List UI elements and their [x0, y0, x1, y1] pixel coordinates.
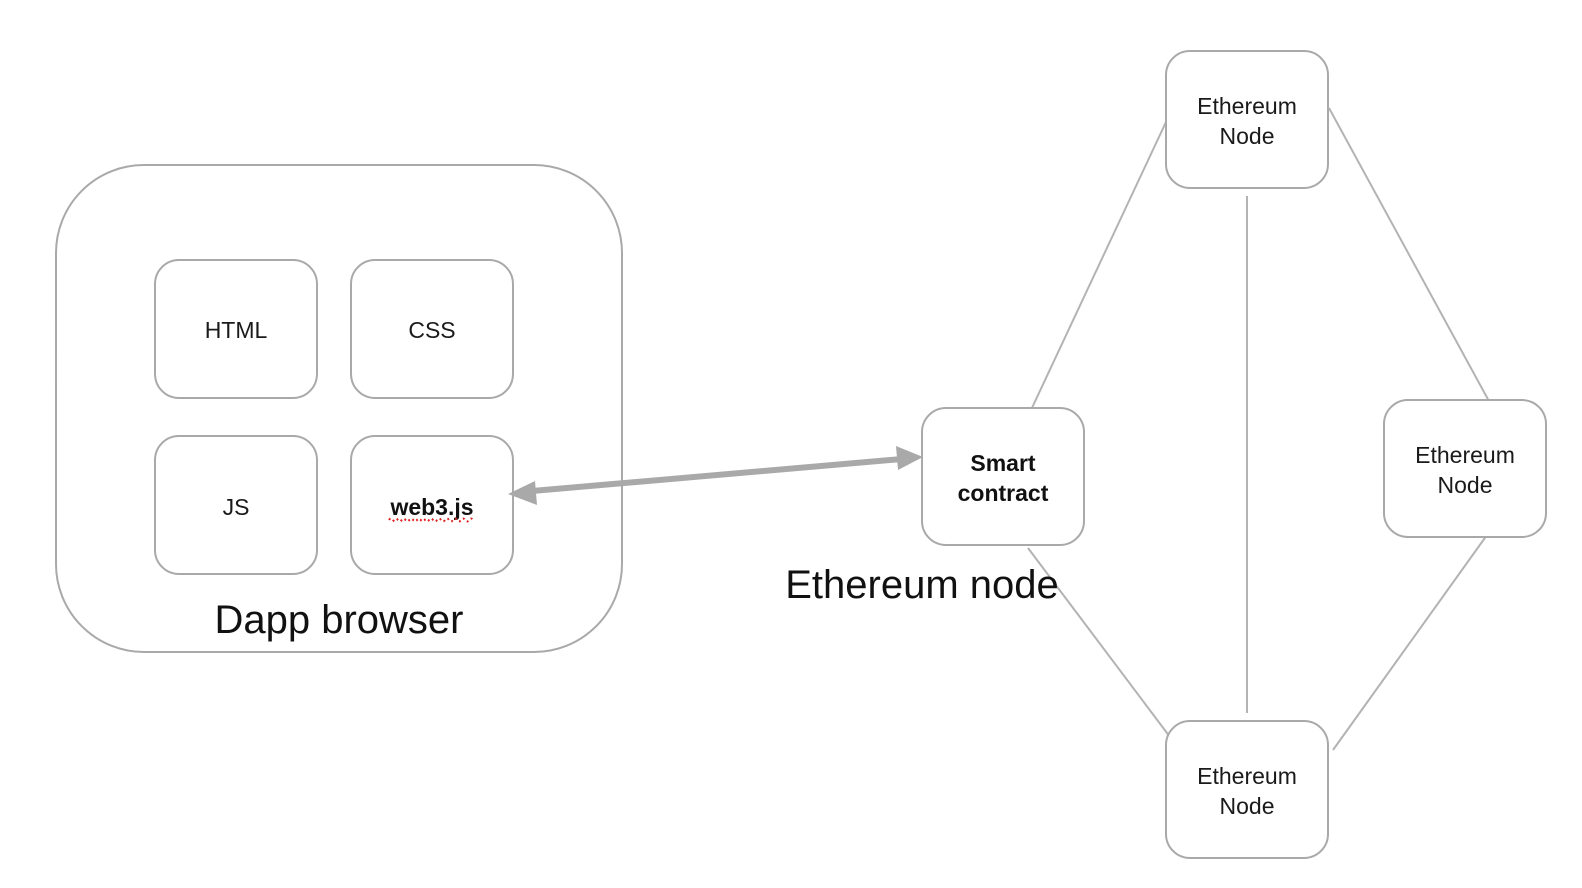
ethereum-node-bottom-frame	[1165, 720, 1329, 859]
css-box-label: CSS	[408, 317, 455, 343]
ethereum-node-bottom-line1: Ethereum	[1197, 763, 1297, 789]
ethereum-node-top-frame	[1165, 50, 1329, 189]
html-box-label: HTML	[205, 317, 268, 343]
ethereum-node-right-line1: Ethereum	[1415, 442, 1515, 468]
ethereum-node-right-line2: Node	[1438, 472, 1493, 498]
css-box: CSS	[350, 259, 514, 399]
ethereum-node-right: Ethereum Node	[1383, 399, 1547, 538]
html-box-frame	[154, 259, 318, 399]
web3-box-frame	[350, 435, 514, 575]
dapp-browser-container: Dapp browser	[55, 164, 623, 653]
html-box: HTML	[154, 259, 318, 399]
smart-contract-frame	[921, 407, 1085, 546]
arrow-head-right	[896, 446, 923, 470]
web3-box-label: web3.js	[389, 494, 473, 520]
local-node-label: Ethereum node	[785, 563, 1059, 607]
ethereum-node-right-frame	[1383, 399, 1547, 538]
edge-top-node-to-right-node	[1328, 107, 1491, 404]
smart-contract-box: Smart contract	[921, 407, 1085, 546]
edge-contract-to-bottom-node	[1027, 547, 1171, 738]
arrow-shaft	[531, 456, 903, 494]
js-box: JS	[154, 435, 318, 575]
ethereum-node-bottom: Ethereum Node	[1165, 720, 1329, 859]
ethereum-node-bottom-line2: Node	[1220, 793, 1275, 819]
js-box-frame	[154, 435, 318, 575]
ethereum-node-top: Ethereum Node	[1165, 50, 1329, 189]
arrow-head-left	[508, 481, 537, 505]
web3-contract-arrow	[508, 446, 923, 505]
web3-box: web3.js	[350, 435, 514, 575]
js-box-label: JS	[223, 494, 250, 520]
ethereum-node-top-line2: Node	[1220, 123, 1275, 149]
dapp-browser-label: Dapp browser	[214, 598, 463, 642]
css-box-frame	[350, 259, 514, 399]
edge-contract-to-top-node	[1030, 121, 1167, 411]
ethereum-node-top-line1: Ethereum	[1197, 93, 1297, 119]
smart-contract-label-line1: Smart	[970, 450, 1036, 476]
edge-right-node-to-bottom-node	[1332, 534, 1488, 751]
smart-contract-label-line2: contract	[958, 480, 1049, 506]
dapp-browser-frame	[55, 164, 623, 653]
